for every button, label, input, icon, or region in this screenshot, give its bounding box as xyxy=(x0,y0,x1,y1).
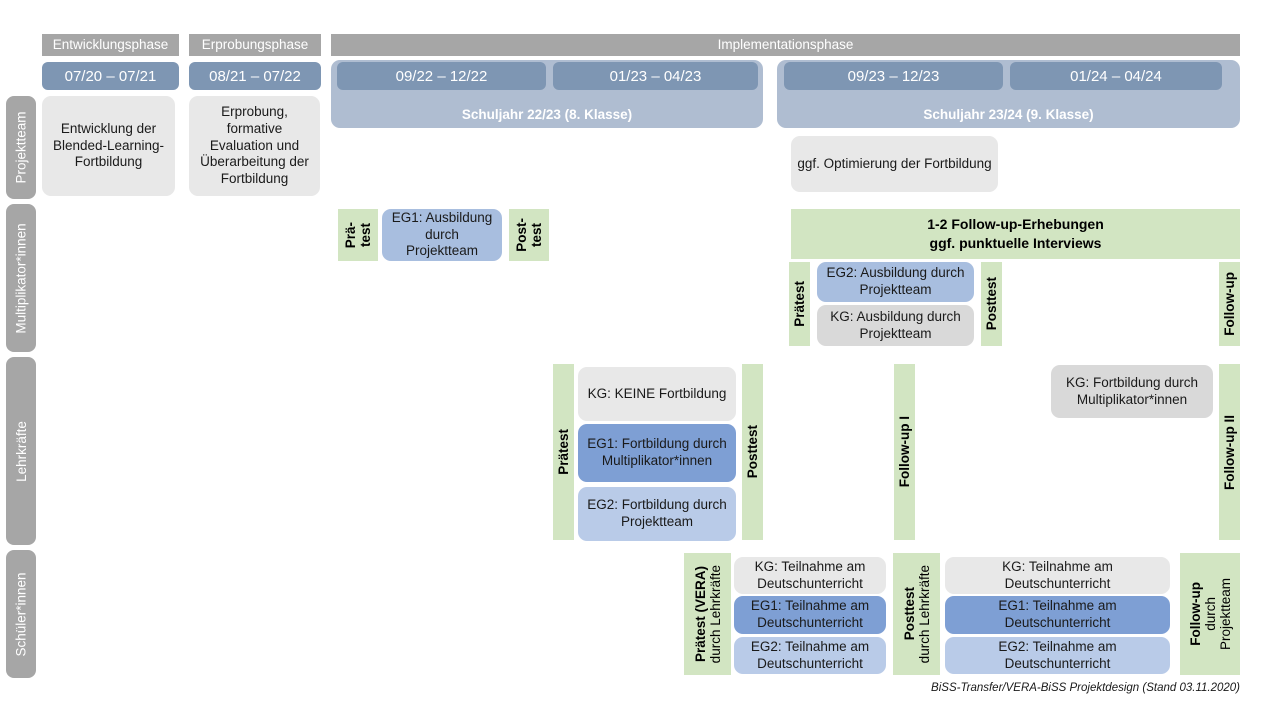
card-kg-teilnahme-deutschunterricht-2: KG: Teilnahme am Deutschunterricht xyxy=(945,557,1170,594)
followup-schueler-title: Follow-up xyxy=(1187,582,1203,646)
banner-line-2: ggf. punktuelle Interviews xyxy=(929,235,1102,251)
card-eg2-fortbildung-projektteam: EG2: Fortbildung durch Projektteam xyxy=(578,487,736,541)
praetest-multiplikatoren-line2: test xyxy=(358,222,373,247)
card-entwicklung-blended-learning: Entwicklung der Blended-Learning-Fortbil… xyxy=(42,96,175,196)
card-erprobung-evaluation: Erprobung, formative Evaluation und Über… xyxy=(189,96,320,196)
phase-header-erprobung: Erprobungsphase xyxy=(189,34,321,56)
praetest-multiplikatoren-2: Prätest xyxy=(789,262,810,346)
posttest-multiplikatoren-line1: Post- xyxy=(514,218,529,252)
card-kg-ausbildung-projektteam: KG: Ausbildung durch Projektteam xyxy=(817,305,974,346)
phase-header-entwicklung: Entwicklungsphase xyxy=(42,34,179,56)
group-label-projektteam: Projektteam xyxy=(6,96,36,199)
group-label-multiplikatoren: Multiplikator*innen xyxy=(6,204,36,352)
card-eg2-teilnahme-deutschunterricht-1: EG2: Teilnahme am Deutschunterricht xyxy=(734,637,886,674)
followup-schueler-sub2: Projektteam xyxy=(1217,577,1233,651)
group-label-schueler-text: Schüler*innen xyxy=(13,571,29,657)
card-eg1-teilnahme-deutschunterricht-2: EG1: Teilnahme am Deutschunterricht xyxy=(945,596,1170,634)
banner-line-1: 1-2 Follow-up-Erhebungen xyxy=(927,216,1104,233)
praetest-vera-schueler-sub: durch Lehrkräfte xyxy=(707,564,723,664)
followup-1-lehrkraefte: Follow-up I xyxy=(894,364,915,540)
posttest-multiplikatoren-2: Posttest xyxy=(981,262,1002,346)
card-kg-fortbildung-multiplikatoren: KG: Fortbildung durch Multiplikator*inne… xyxy=(1051,365,1213,418)
group-label-multiplikatoren-text: Multiplikator*innen xyxy=(13,222,29,334)
period-chip-0720-0721: 07/20 – 07/21 xyxy=(42,62,179,90)
posttest-schueler: Posttest durch Lehrkräfte xyxy=(893,553,940,675)
posttest-lehrkraefte: Posttest xyxy=(742,364,763,540)
card-eg2-ausbildung-projektteam: EG2: Ausbildung durch Projektteam xyxy=(817,262,974,302)
card-kg-teilnahme-deutschunterricht-1: KG: Teilnahme am Deutschunterricht xyxy=(734,557,886,594)
period-chip-0124-0424: 01/24 – 04/24 xyxy=(1010,62,1222,90)
followup-1-lehrkraefte-text: Follow-up I xyxy=(897,416,912,488)
praetest-vera-schueler-title: Prätest (VERA) xyxy=(692,565,708,663)
period-chip-0821-0722: 08/21 – 07/22 xyxy=(189,62,321,90)
posttest-multiplikatoren: Post- test xyxy=(509,209,549,261)
posttest-schueler-title: Posttest xyxy=(901,587,917,641)
period-chip-0922-1222: 09/22 – 12/22 xyxy=(337,62,546,90)
praetest-multiplikatoren-line1: Prä- xyxy=(343,221,358,249)
group-label-schueler: Schüler*innen xyxy=(6,550,36,678)
card-ggf-optimierung: ggf. Optimierung der Fortbildung xyxy=(791,136,998,192)
phase-header-implementation: Implementationsphase xyxy=(331,34,1240,56)
praetest-vera-schueler: Prätest (VERA) durch Lehrkräfte xyxy=(684,553,731,675)
group-label-lehrkraefte: Lehrkräfte xyxy=(6,357,36,545)
group-label-lehrkraefte-text: Lehrkräfte xyxy=(13,420,29,482)
card-eg1-teilnahme-deutschunterricht-1: EG1: Teilnahme am Deutschunterricht xyxy=(734,596,886,634)
card-kg-keine-fortbildung: KG: KEINE Fortbildung xyxy=(578,367,736,421)
followup-multiplikatoren-text: Follow-up xyxy=(1222,272,1237,336)
period-chip-0923-1223: 09/23 – 12/23 xyxy=(784,62,1003,90)
praetest-multiplikatoren-2-text: Prätest xyxy=(792,281,807,327)
card-eg1-ausbildung-projektteam: EG1: Ausbildung durch Projektteam xyxy=(382,209,502,261)
posttest-lehrkraefte-text: Posttest xyxy=(745,425,760,479)
praetest-multiplikatoren: Prä- test xyxy=(338,209,378,261)
praetest-lehrkraefte-text: Prätest xyxy=(556,429,571,475)
card-eg1-fortbildung-multiplikatoren: EG1: Fortbildung durch Multiplikator*inn… xyxy=(578,424,736,482)
posttest-schueler-sub: durch Lehrkräfte xyxy=(916,564,932,664)
praetest-lehrkraefte: Prätest xyxy=(553,364,574,540)
followup-multiplikatoren: Follow-up xyxy=(1219,262,1240,346)
footer-caption: BiSS-Transfer/VERA-BiSS Projektdesign (S… xyxy=(931,682,1240,694)
group-label-projektteam-text: Projektteam xyxy=(13,111,29,184)
card-eg2-teilnahme-deutschunterricht-2: EG2: Teilnahme am Deutschunterricht xyxy=(945,637,1170,674)
followup-schueler-sub1: durch xyxy=(1202,597,1218,631)
banner-followup-erhebungen: 1-2 Follow-up-Erhebungen ggf. punktuelle… xyxy=(791,209,1240,259)
followup-2-lehrkraefte: Follow-up II xyxy=(1219,364,1240,540)
posttest-multiplikatoren-line2: test xyxy=(529,222,544,247)
followup-schueler: Follow-up durch Projektteam xyxy=(1180,553,1240,675)
period-chip-0123-0423: 01/23 – 04/23 xyxy=(553,62,758,90)
posttest-multiplikatoren-2-text: Posttest xyxy=(984,277,999,331)
followup-2-lehrkraefte-text: Follow-up II xyxy=(1222,414,1237,490)
